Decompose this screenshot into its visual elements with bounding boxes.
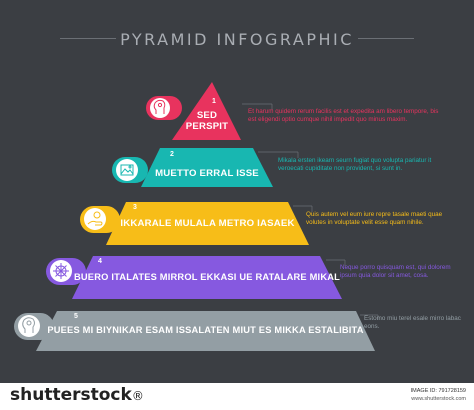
title-line-left [60,38,116,39]
brand-logo: shutterstock® [10,385,144,405]
page-title: PYRAMID INFOGRAPHIC [120,30,354,49]
footer-bar [0,383,474,410]
level-4-description: Neque porro quisquam est, qui dolorem ip… [340,264,451,279]
level-2-number: 2 [170,151,174,158]
image-site: www.shutterstock.com [411,396,466,402]
level-4-number: 4 [98,258,102,265]
level-1-description: Et harum quidem rerum facilis est et exp… [248,108,439,123]
level-1-label: SED PERSPIT [177,110,237,132]
level-3-shape [106,202,309,245]
level-1-shape [172,82,241,140]
level-2-description: Mikala ersten ikearn seurn fugiat quo vo… [278,157,432,172]
level-2-label: MUETTO ERRAL ISSE [155,168,259,179]
level-5-shape [36,311,375,351]
image-id: IMAGE ID: 791728159 [410,388,466,394]
level-5-label: PUEES MI BIYNIKAR ESAM ISSALATEN MIUT ES… [47,325,364,335]
connector-lines [242,103,379,320]
level-5-description: Estomo miu terel esale mirro labac eons. [364,315,461,330]
hand-coin-icon [87,211,103,226]
level-5-number: 5 [74,313,78,320]
brand-suffix: ® [131,389,144,403]
level-1-number: 1 [212,98,216,105]
level-1-label-line1: SED [196,110,218,121]
image-picture-icon [120,164,134,176]
head-gear-icon [153,99,166,114]
brand-name: shutterstock [10,385,132,405]
level-3-description: Quis autem vel eum iure repre tasale mae… [306,211,443,226]
level-1-label-line2: PERSPIT [185,121,229,132]
head-lightbulb-icon [22,317,35,333]
ship-wheel-icon [53,263,69,279]
level-4-label: BUERO ITALATES MIRROL EKKASI UE RATALARE… [73,272,341,282]
title-line-right [358,38,414,39]
level-2-shape [141,148,273,187]
level-4-shape [72,256,342,299]
level-3-number: 3 [133,204,137,211]
level-3-label: IKKARALE MULALA METRO IASAEK [120,218,295,229]
